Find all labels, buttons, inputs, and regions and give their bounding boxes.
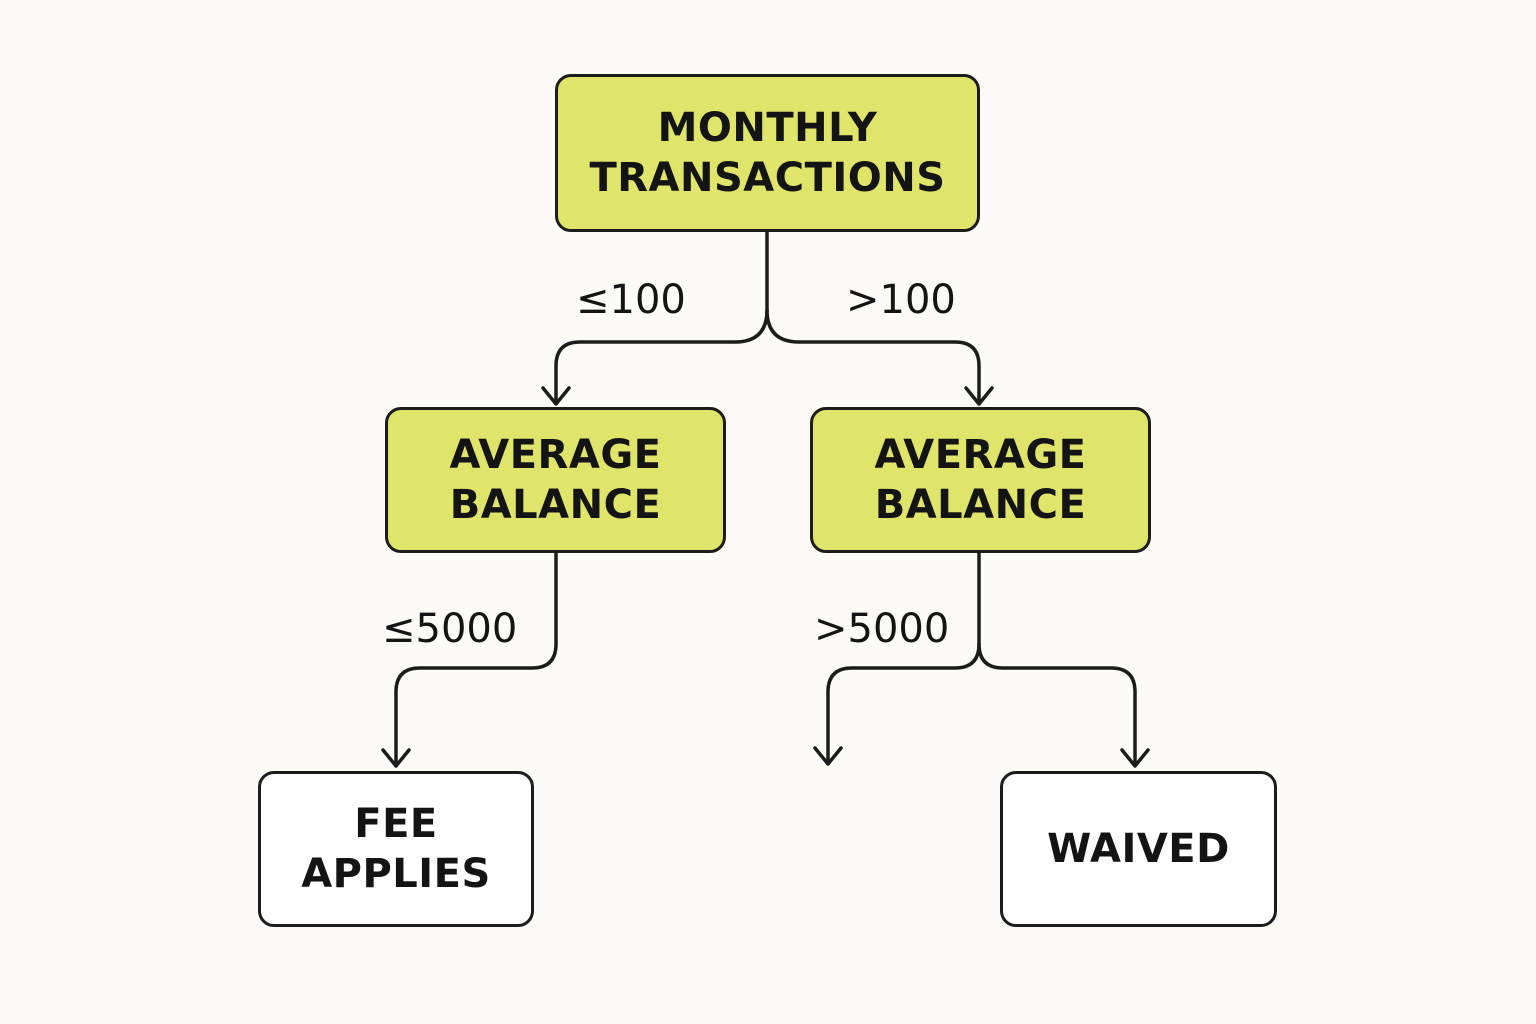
node-label-line: AVERAGE [449, 432, 662, 478]
arrowhead-right-empty [813, 746, 843, 766]
node-label-line: AVERAGE [874, 432, 1087, 478]
connector-root-left [554, 230, 769, 404]
arrowhead-root-right [964, 386, 994, 406]
node-average-balance-right: AVERAGE BALANCE [810, 407, 1151, 553]
edge-label-root-right: >100 [846, 277, 956, 323]
node-average-balance-left: AVERAGE BALANCE [385, 407, 726, 553]
connector-left-fee [394, 551, 558, 766]
node-label-line: BALANCE [874, 482, 1087, 528]
node-label-line: WAIVED [1047, 826, 1230, 872]
connector-right-waived [977, 642, 1137, 766]
edge-label-right-down: >5000 [814, 606, 950, 652]
node-label-line: TRANSACTIONS [589, 155, 946, 201]
node-label-line: MONTHLY [657, 105, 878, 151]
edge-label-root-left: ≤100 [576, 277, 686, 323]
arrowhead-left-fee [381, 748, 411, 768]
node-monthly-transactions: MONTHLY TRANSACTIONS [555, 74, 980, 232]
connector-right-empty [826, 551, 981, 764]
edge-label-left-down: ≤5000 [382, 606, 518, 652]
node-waived: WAIVED [1000, 771, 1277, 927]
arrowhead-right-waived [1120, 748, 1150, 768]
arrowhead-root-left [541, 386, 571, 406]
node-label-line: APPLIES [301, 851, 491, 897]
node-label-line: BALANCE [449, 482, 662, 528]
node-label-line: FEE [354, 801, 438, 847]
node-fee-applies: FEE APPLIES [258, 771, 534, 927]
connector-root-right [765, 308, 981, 404]
